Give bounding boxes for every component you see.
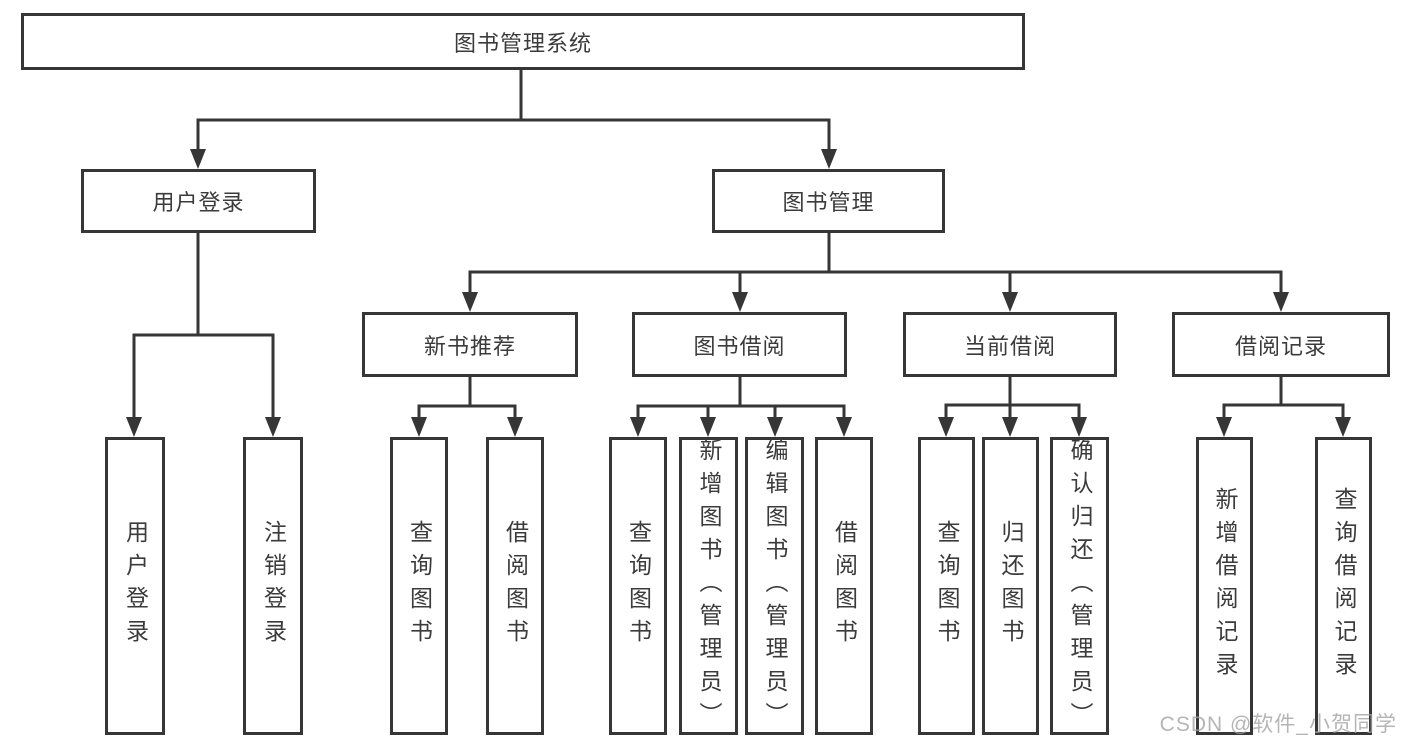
connector-current-borrowing-to-leaves	[938, 377, 1087, 437]
connector-borrowing-records-to-leaves	[1216, 377, 1351, 437]
connector-book-borrowing-to-leaves	[630, 377, 852, 437]
node-leaf-query-books-3-label: 查询图书	[934, 520, 960, 652]
node-user-login: 用户登录	[81, 169, 316, 233]
node-leaf-query-books-1-label: 查询图书	[406, 520, 433, 652]
csdn-watermark: CSDN @软件_小贺同学	[1159, 713, 1397, 736]
arrowhead-icon	[1273, 292, 1289, 312]
node-leaf-logout: 注销登录	[243, 437, 303, 735]
node-borrowing-records-label: 借阅记录	[1234, 333, 1327, 359]
node-leaf-add-borrow-record: 新增借阅记录	[1196, 437, 1253, 735]
arrowhead-icon	[821, 149, 837, 169]
node-leaf-return-books-label: 归还图书	[998, 520, 1024, 652]
node-leaf-query-books-2-label: 查询图书	[625, 520, 652, 652]
node-leaf-borrow-books-2: 借阅图书	[815, 437, 873, 735]
arrowhead-icon	[630, 417, 646, 437]
node-leaf-user-login: 用户登录	[105, 437, 165, 735]
node-leaf-query-borrow-record: 查询借阅记录	[1315, 437, 1372, 735]
arrowhead-icon	[265, 417, 281, 437]
node-book-borrowing: 图书借阅	[632, 312, 847, 377]
node-leaf-query-books-1: 查询图书	[390, 437, 448, 735]
node-leaf-edit-books-admin: 编辑图书（管理员）	[745, 437, 804, 735]
node-leaf-add-borrow-record-label: 新增借阅记录	[1212, 487, 1238, 685]
node-leaf-confirm-return-admin: 确认归还（管理员）	[1050, 437, 1109, 735]
node-current-borrowing-label: 当前借阅	[963, 333, 1056, 359]
connector-user-login-to-leaves	[126, 233, 281, 437]
arrowhead-icon	[1335, 417, 1351, 437]
node-leaf-logout-label: 注销登录	[260, 520, 287, 652]
arrowhead-icon	[938, 417, 954, 437]
arrowhead-icon	[1002, 417, 1018, 437]
node-borrowing-records: 借阅记录	[1172, 312, 1390, 377]
arrowhead-icon	[767, 417, 783, 437]
node-root-label: 图书管理系统	[453, 30, 592, 56]
arrowhead-icon	[1071, 417, 1087, 437]
node-root: 图书管理系统	[21, 13, 1025, 70]
arrowhead-icon	[507, 417, 523, 437]
arrowhead-icon	[732, 292, 748, 312]
node-leaf-borrow-books-1: 借阅图书	[486, 437, 544, 735]
arrowhead-icon	[1216, 417, 1232, 437]
node-leaf-query-books-2: 查询图书	[609, 437, 667, 735]
arrowhead-icon	[1002, 292, 1018, 312]
arrowhead-icon	[836, 417, 852, 437]
node-leaf-query-books-3: 查询图书	[918, 437, 975, 735]
node-leaf-return-books: 归还图书	[982, 437, 1039, 735]
node-new-book-recommend: 新书推荐	[362, 312, 578, 377]
arrowhead-icon	[126, 417, 142, 437]
node-current-borrowing: 当前借阅	[903, 312, 1117, 377]
node-leaf-borrow-books-2-label: 借阅图书	[831, 520, 858, 652]
arrowhead-icon	[411, 417, 427, 437]
connector-new-book-recommend-to-leaves	[411, 377, 523, 437]
arrowhead-icon	[462, 292, 478, 312]
arrowhead-icon	[190, 149, 206, 169]
node-leaf-edit-books-admin-label: 编辑图书（管理员）	[762, 437, 788, 735]
node-user-login-label: 用户登录	[152, 190, 245, 215]
node-leaf-add-books-admin: 新增图书（管理员）	[679, 437, 738, 735]
node-leaf-add-books-admin-label: 新增图书（管理员）	[696, 437, 722, 735]
node-new-book-recommend-label: 新书推荐	[423, 333, 516, 359]
connector-root-to-level2	[190, 69, 837, 169]
node-book-borrowing-label: 图书借阅	[693, 333, 786, 359]
node-leaf-borrow-books-1-label: 借阅图书	[502, 520, 529, 652]
connector-book-management-to-level3	[462, 233, 1289, 312]
node-leaf-user-login-label: 用户登录	[122, 520, 149, 652]
node-leaf-confirm-return-admin-label: 确认归还（管理员）	[1067, 437, 1093, 735]
node-book-management: 图书管理	[712, 169, 945, 233]
arrowhead-icon	[700, 417, 716, 437]
node-leaf-query-borrow-record-label: 查询借阅记录	[1331, 487, 1357, 685]
node-book-management-label: 图书管理	[782, 190, 875, 215]
